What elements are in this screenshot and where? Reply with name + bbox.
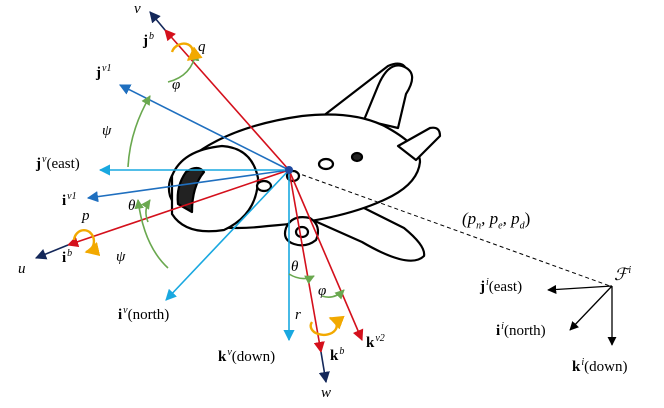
axes bbox=[34, 11, 611, 384]
label-w: w bbox=[321, 385, 332, 401]
label-v: v bbox=[134, 1, 141, 17]
w-axis bbox=[318, 351, 330, 384]
label-ii-north: ii(north) bbox=[496, 321, 546, 339]
label-kv2: kv2 bbox=[366, 333, 385, 351]
position-line bbox=[288, 169, 611, 287]
label-jv-east: jv(east) bbox=[36, 154, 80, 172]
ji-axis bbox=[547, 284, 613, 295]
label-kv-down: kv(down) bbox=[218, 347, 276, 365]
psi-bottom-arc bbox=[134, 199, 169, 269]
v-axis bbox=[149, 11, 166, 31]
label-theta-left: θ bbox=[128, 198, 136, 214]
u-axis bbox=[34, 244, 69, 260]
label-jv1: jv1 bbox=[96, 63, 112, 81]
theta-left-arc bbox=[141, 199, 151, 223]
label-u: u bbox=[18, 261, 26, 277]
theta-bottom-arc bbox=[288, 273, 315, 285]
q-rate-icon bbox=[170, 42, 203, 61]
label-inertial-frame: ℱi bbox=[614, 265, 632, 284]
cockpit-window bbox=[176, 166, 206, 214]
rate-arrows bbox=[72, 42, 345, 337]
r-rate-icon bbox=[309, 315, 345, 337]
label-iv1: iv1 bbox=[62, 191, 77, 209]
label-iv-north: iv(north) bbox=[118, 305, 170, 323]
label-q: q bbox=[198, 39, 206, 55]
window bbox=[350, 151, 364, 163]
kb-axis bbox=[288, 169, 325, 354]
label-r: r bbox=[295, 307, 301, 323]
window bbox=[317, 157, 335, 171]
psi-top-arc bbox=[127, 95, 151, 168]
tail-fin bbox=[362, 64, 414, 130]
label-phi-top: φ bbox=[172, 77, 181, 93]
window bbox=[255, 179, 273, 193]
label-psi-top: ψ bbox=[102, 123, 112, 139]
kv2-axis bbox=[288, 169, 364, 342]
label-p: p bbox=[82, 208, 90, 224]
jb-axis bbox=[164, 29, 290, 171]
iv1-axis bbox=[86, 169, 290, 203]
engine-intake bbox=[294, 225, 310, 239]
label-phi-bottom: φ bbox=[318, 283, 327, 299]
inertial-axes bbox=[547, 284, 617, 346]
ib-axis bbox=[66, 169, 290, 248]
angle-arcs bbox=[127, 51, 345, 300]
ii-axis bbox=[569, 285, 613, 331]
label-jb: jb bbox=[143, 31, 154, 49]
label-ji-east: ji(east) bbox=[480, 277, 523, 295]
label-theta-bottom: θ bbox=[291, 259, 299, 275]
label-ki-down: ki(down) bbox=[572, 357, 628, 375]
label-kb: kb bbox=[330, 346, 345, 364]
center-of-gravity bbox=[285, 166, 293, 174]
label-position: (pn, pe, pd) bbox=[462, 209, 531, 232]
airplane-illustration bbox=[167, 62, 442, 262]
iv-axis bbox=[165, 169, 290, 301]
label-psi-bottom: ψ bbox=[116, 249, 126, 265]
label-ib: ib bbox=[62, 248, 73, 266]
p-rate-icon bbox=[72, 229, 101, 257]
phi-bottom-arc bbox=[321, 289, 345, 300]
horizontal-tail bbox=[396, 126, 442, 162]
